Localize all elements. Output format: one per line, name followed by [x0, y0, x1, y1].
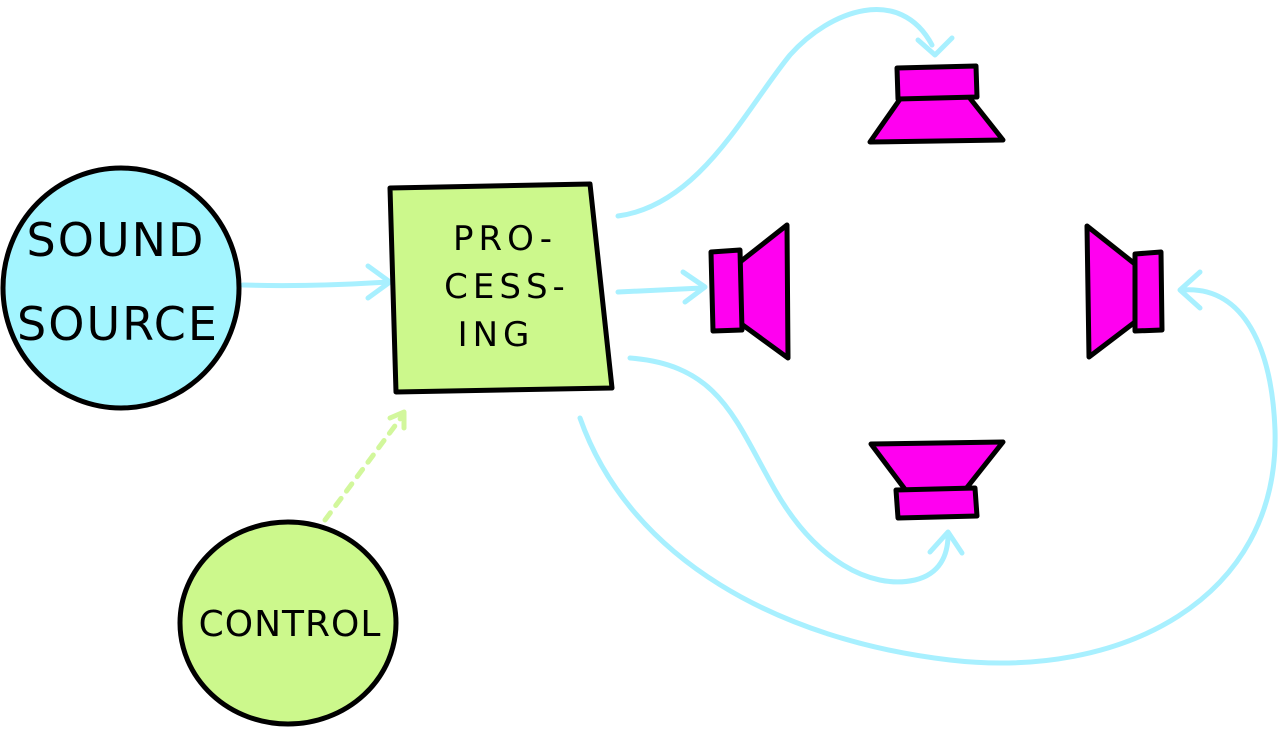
- arrow-processing-to-speaker-top: [615, 7, 955, 219]
- arrow-control-to-processing: [322, 409, 407, 523]
- speaker-left-icon: [708, 222, 791, 361]
- control-label: CONTROL: [199, 604, 382, 645]
- arrow-processing-to-speaker-right: [577, 269, 1278, 666]
- speaker-right-icon: [1084, 223, 1165, 360]
- arrow-processing-to-speaker-left: [615, 269, 708, 305]
- processing-label-line-2: CESS-: [444, 267, 570, 307]
- processing-node: PRO- CESS- ING: [387, 181, 615, 395]
- processing-label-line-1: PRO-: [453, 219, 557, 259]
- arrow-processing-to-speaker-bottom: [627, 355, 965, 585]
- sound-source-node: SOUND SOURCE: [0, 165, 242, 411]
- processing-label-line-3: ING: [458, 315, 535, 355]
- speaker-bottom-icon: [868, 439, 1006, 521]
- speaker-top-icon: [867, 63, 1006, 145]
- sound-source-label-line-1: SOUND: [27, 213, 206, 267]
- control-node: CONTROL: [177, 519, 399, 727]
- arrow-source-to-processing: [240, 263, 393, 301]
- sound-source-label-line-2: SOURCE: [17, 297, 219, 351]
